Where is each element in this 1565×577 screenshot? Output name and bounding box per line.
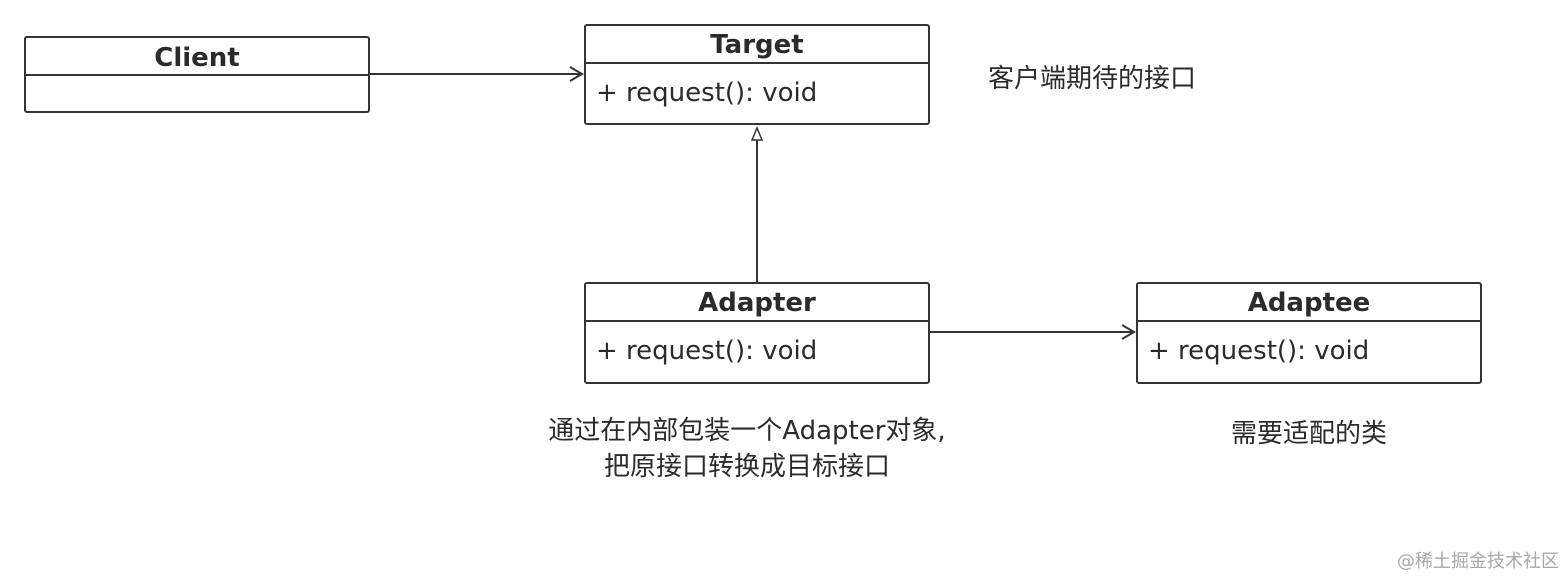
adaptee-note: 需要适配的类 bbox=[1230, 419, 1387, 449]
client-target-association bbox=[370, 66, 584, 82]
target-class-name: Target bbox=[586, 26, 928, 64]
watermark: @稀土掘金技术社区 bbox=[1397, 551, 1559, 572]
adapter-note-line-1: 通过在内部包装一个Adapter对象, bbox=[548, 416, 946, 446]
target-class-box: Target + request(): void bbox=[584, 24, 930, 125]
client-class-name: Client bbox=[26, 38, 368, 76]
adapter-class-method: + request(): void bbox=[596, 336, 818, 366]
client-class-box: Client bbox=[24, 36, 370, 113]
target-note: 客户端期待的接口 bbox=[988, 64, 1197, 94]
target-class-method: + request(): void bbox=[596, 78, 818, 108]
adapter-class-name: Adapter bbox=[586, 284, 928, 322]
adapter-adaptee-association bbox=[930, 324, 1136, 340]
adapter-note-line-2: 把原接口转换成目标接口 bbox=[603, 452, 890, 482]
adapter-class-box: Adapter + request(): void bbox=[584, 282, 930, 384]
adaptee-class-method: + request(): void bbox=[1148, 336, 1370, 366]
adapter-target-realization bbox=[750, 126, 764, 282]
adapter-note: 通过在内部包装一个Adapter对象, 把原接口转换成目标接口 bbox=[500, 413, 994, 485]
adaptee-class-box: Adaptee + request(): void bbox=[1136, 282, 1482, 384]
adaptee-class-name: Adaptee bbox=[1138, 284, 1480, 322]
